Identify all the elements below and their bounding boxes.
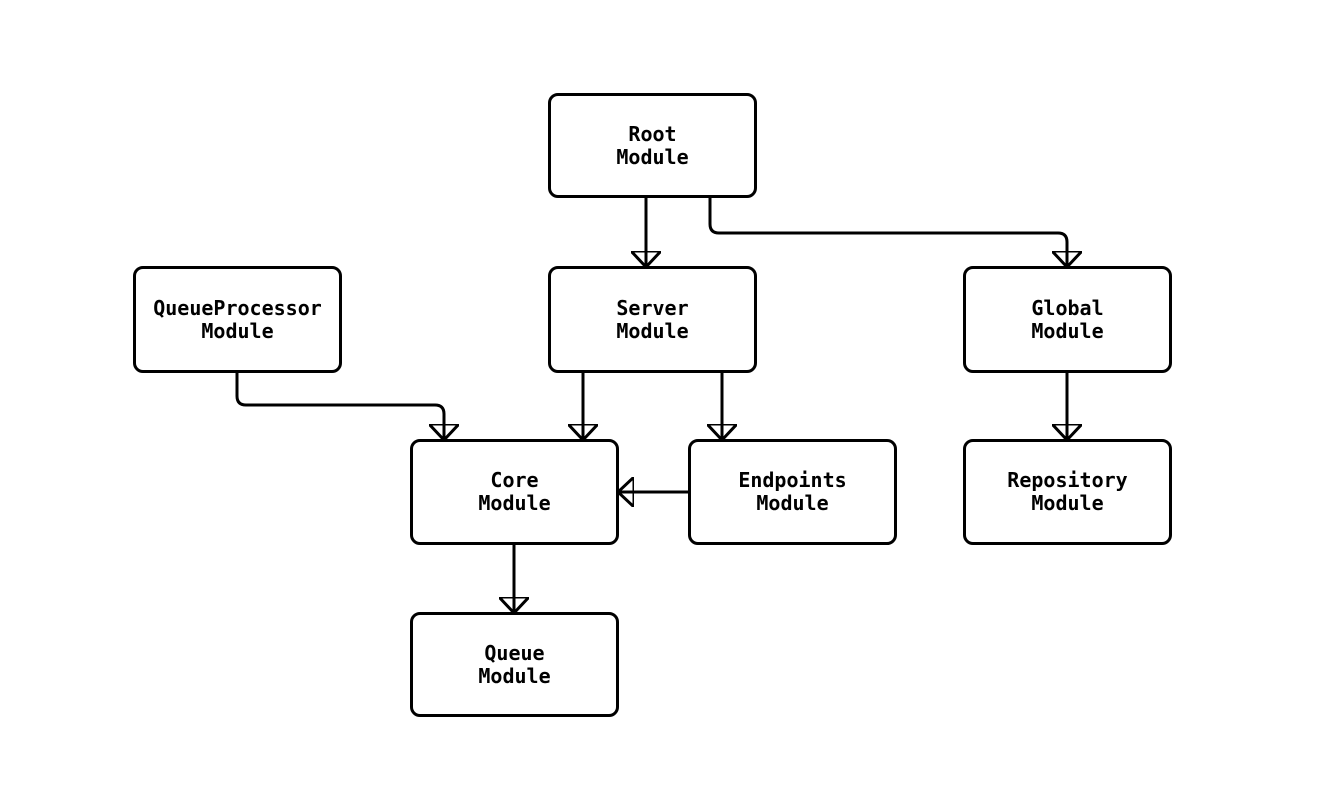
node-queue: Queue Module: [410, 612, 619, 717]
edge-queueprocessor-core: [235, 373, 444, 439]
node-core: Core Module: [410, 439, 619, 545]
node-repository: Repository Module: [963, 439, 1172, 545]
node-queueprocessor: QueueProcessor Module: [133, 266, 342, 373]
node-server: Server Module: [548, 266, 757, 373]
node-root: Root Module: [548, 93, 757, 198]
edge-root-global: [708, 198, 1067, 266]
node-endpoints: Endpoints Module: [688, 439, 897, 545]
node-global: Global Module: [963, 266, 1172, 373]
